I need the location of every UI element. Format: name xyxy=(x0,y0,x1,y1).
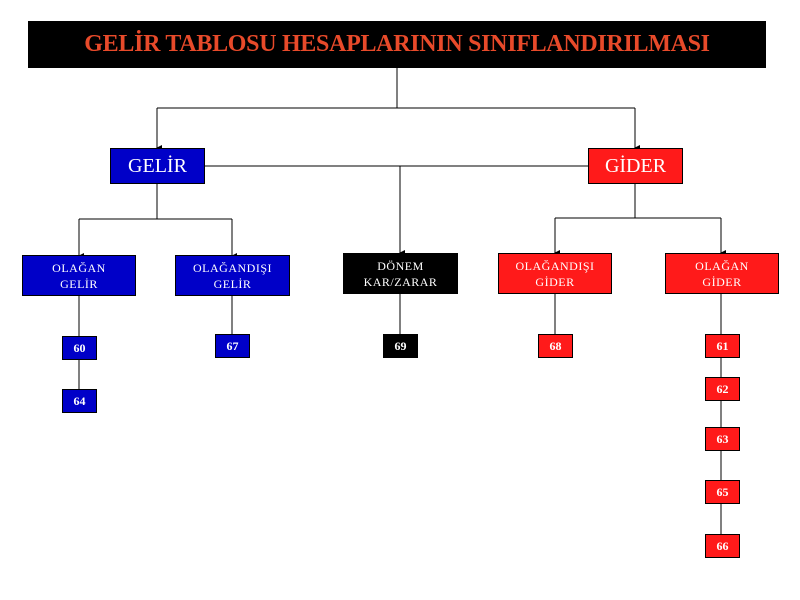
gider-box: GİDER xyxy=(588,148,683,184)
code-61: 61 xyxy=(705,334,740,358)
code-64: 64 xyxy=(62,389,97,413)
page-title: GELİR TABLOSU HESAPLARININ SINIFLANDIRIL… xyxy=(28,21,766,68)
code-67: 67 xyxy=(215,334,250,358)
code-69: 69 xyxy=(383,334,418,358)
olagandisi-gider-box: OLAĞANDIŞI GİDER xyxy=(498,253,612,294)
olagandisi-gelir-box: OLAĞANDIŞI GELİR xyxy=(175,255,290,296)
olagan-gider-box: OLAĞAN GİDER xyxy=(665,253,779,294)
code-66: 66 xyxy=(705,534,740,558)
olagan-gelir-box: OLAĞAN GELİR xyxy=(22,255,136,296)
code-60: 60 xyxy=(62,336,97,360)
gelir-box: GELİR xyxy=(110,148,205,184)
code-65: 65 xyxy=(705,480,740,504)
donem-kar-zarar-box: DÖNEM KAR/ZARAR xyxy=(343,253,458,294)
code-63: 63 xyxy=(705,427,740,451)
code-62: 62 xyxy=(705,377,740,401)
code-68: 68 xyxy=(538,334,573,358)
